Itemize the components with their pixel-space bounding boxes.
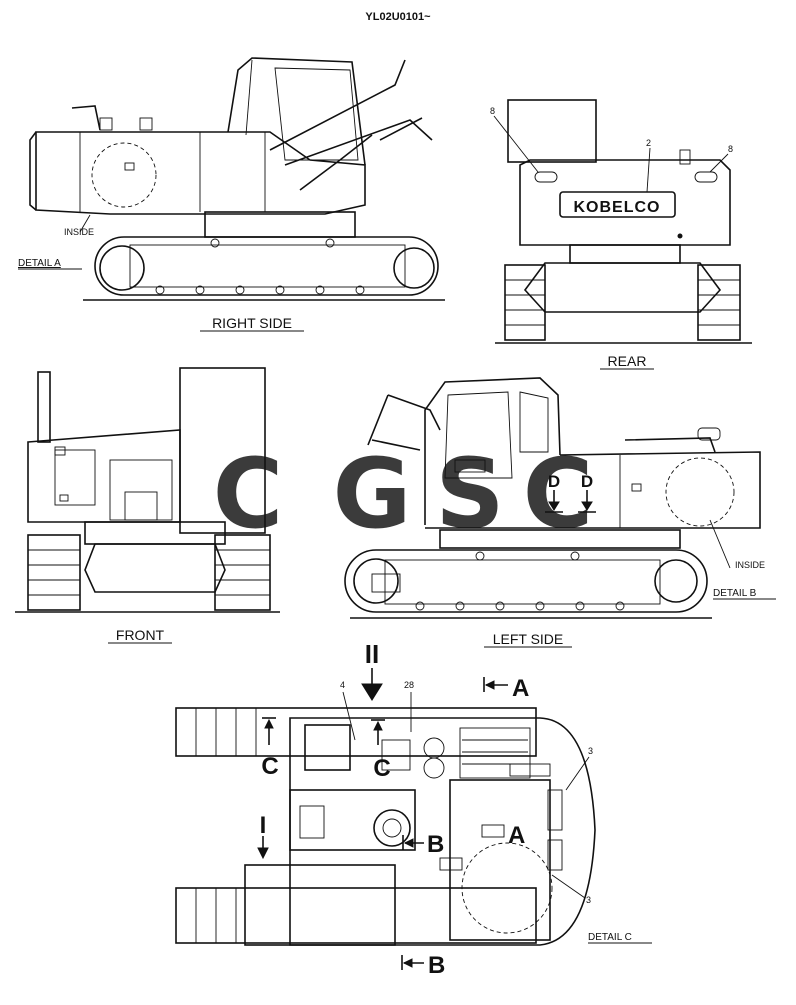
inside-callout-right: INSIDE [64, 227, 94, 237]
rear-callout-8-left: 8 [490, 106, 495, 116]
plan-callout-28: 28 [404, 680, 414, 690]
detail-a-label: DETAIL A [18, 258, 61, 269]
kobelco-brand-text: KOBELCO [574, 199, 661, 216]
plan-view [175, 707, 596, 946]
plan-callout-3-bottom: 3 [586, 895, 591, 905]
view-arrow-i: I [257, 812, 269, 860]
view-arrow-i-label: I [260, 812, 267, 839]
section-c-left-marker: C [261, 717, 279, 780]
d-marker-1: D [545, 472, 563, 513]
inside-callout-left: INSIDE [735, 560, 765, 570]
rear-callout-2: 2 [646, 138, 651, 148]
front-view [15, 367, 280, 613]
section-b-mid-label: B [427, 831, 444, 858]
left-side-view [344, 377, 761, 619]
section-c-mid-label: C [373, 755, 390, 782]
drawing-code: YL02U0101~ [365, 11, 431, 23]
section-c-left-label: C [261, 753, 278, 780]
plan-callout-3-top: 3 [588, 746, 593, 756]
rear-view [493, 99, 752, 344]
rear-label: REAR [608, 353, 647, 369]
rear-callout-8-right: 8 [728, 144, 733, 154]
d-marker-2: D [578, 472, 596, 513]
right-side-view [29, 57, 445, 301]
detail-c-label: DETAIL C [588, 932, 632, 943]
front-label: FRONT [116, 627, 165, 643]
section-a-mid-label: A [508, 822, 525, 849]
detail-b-label: DETAIL B [713, 588, 757, 599]
section-b-bottom-label: B [428, 952, 445, 979]
watermark-letter-c-green: C [523, 438, 593, 550]
left-side-label: LEFT SIDE [493, 631, 564, 647]
section-a-top-label: A [512, 675, 529, 702]
right-side-label: RIGHT SIDE [212, 315, 292, 331]
section-a-top-marker: A [483, 675, 529, 702]
section-c-mid-marker: C [371, 719, 391, 782]
d-marker-1-text: D [548, 472, 560, 491]
section-b-mid-marker: B [402, 831, 444, 858]
view-arrow-ii-label: II [365, 639, 379, 669]
cgsc-watermark: C G S C [213, 438, 593, 550]
watermark-letter-g-red: G [333, 438, 412, 550]
watermark-letter-s-yellow: S [435, 438, 504, 550]
plan-callout-4: 4 [340, 680, 345, 690]
d-marker-2-text: D [581, 472, 593, 491]
watermark-letter-c-blue: C [213, 438, 283, 550]
section-b-bottom-marker: B [401, 952, 445, 979]
